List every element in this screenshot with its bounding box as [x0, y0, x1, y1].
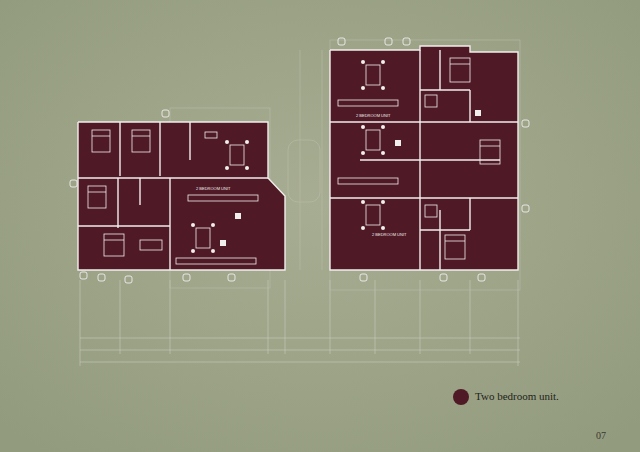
unit-block [78, 122, 285, 270]
legend-swatch [453, 389, 469, 405]
legend-text: Two bedroom unit. [475, 390, 559, 402]
furniture [88, 58, 500, 264]
unit-name: 2 BEDROOM UNIT [356, 113, 390, 118]
page-number: 07 [596, 430, 606, 441]
walls [78, 46, 518, 270]
grid-lines [80, 280, 520, 366]
chairs [191, 60, 481, 253]
unit-name: 2 BEDROOM UNIT [372, 232, 406, 237]
unit-name: 2 BEDROOM UNIT [196, 186, 230, 191]
unit-block [330, 46, 518, 270]
terrace-chairs [70, 38, 529, 283]
